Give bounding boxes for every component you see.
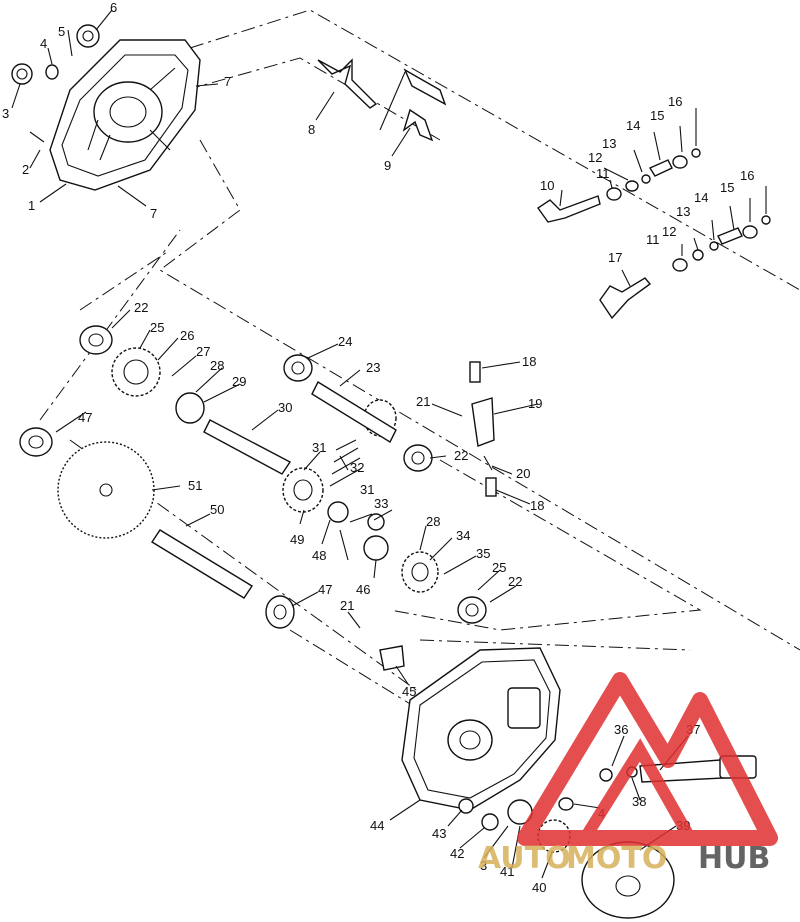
callout-22a: 22 bbox=[134, 300, 148, 315]
callout-32: 32 bbox=[350, 460, 364, 475]
right-crankcase bbox=[379, 645, 561, 811]
callout-31a: 31 bbox=[312, 440, 326, 455]
callout-6: 6 bbox=[110, 0, 117, 15]
left-crankcase-cover bbox=[49, 39, 201, 191]
callout-9: 9 bbox=[384, 158, 391, 173]
callout-28a: 28 bbox=[210, 358, 224, 373]
callout-47b: 47 bbox=[318, 582, 332, 597]
callout-8: 8 bbox=[308, 122, 315, 137]
callout-15b: 15 bbox=[720, 180, 734, 195]
callout-28b: 28 bbox=[426, 514, 440, 529]
callout-29: 29 bbox=[232, 374, 246, 389]
callout-25b: 25 bbox=[492, 560, 506, 575]
leader-lines bbox=[11, 9, 767, 879]
automotohub-watermark: AUTO MOTO HUB bbox=[478, 672, 778, 876]
callout-38: 38 bbox=[632, 794, 646, 809]
watermark-triangle-logo bbox=[517, 672, 778, 846]
callout-35: 35 bbox=[476, 546, 490, 561]
callout-19: 19 bbox=[528, 396, 542, 411]
callout-18b: 18 bbox=[530, 498, 544, 513]
detent-assembly bbox=[469, 361, 497, 497]
callout-25a: 25 bbox=[150, 320, 164, 335]
callout-5: 5 bbox=[58, 24, 65, 39]
callout-41: 41 bbox=[500, 864, 514, 879]
callout-46: 46 bbox=[356, 582, 370, 597]
callout-48: 48 bbox=[312, 548, 326, 563]
callout-17: 17 bbox=[608, 250, 622, 265]
callout-22c: 22 bbox=[508, 574, 522, 589]
callout-21a: 21 bbox=[416, 394, 430, 409]
callout-24: 24 bbox=[338, 334, 352, 349]
callout-27: 27 bbox=[196, 344, 210, 359]
callout-13b: 13 bbox=[676, 204, 690, 219]
shift-shaft-lower bbox=[599, 215, 771, 320]
assembly-guide-lines bbox=[39, 9, 800, 711]
watermark-text-moto: MOTO bbox=[566, 841, 667, 876]
callout-labels: 1 2 3 4 5 6 7 7 8 9 10 11 12 13 14 15 16… bbox=[2, 0, 754, 895]
callout-21b: 21 bbox=[340, 598, 354, 613]
callout-7b: 7 bbox=[150, 206, 157, 221]
gears bbox=[57, 347, 439, 593]
watermark-text-auto: AUTO bbox=[478, 841, 571, 876]
callout-18a: 18 bbox=[522, 354, 536, 369]
callout-12b: 12 bbox=[662, 224, 676, 239]
callout-15a: 15 bbox=[650, 108, 664, 123]
callout-31b: 31 bbox=[360, 482, 374, 497]
callout-36: 36 bbox=[614, 722, 628, 737]
callout-14b: 14 bbox=[694, 190, 708, 205]
callout-20: 20 bbox=[516, 466, 530, 481]
callout-13a: 13 bbox=[602, 136, 616, 151]
callout-12a: 12 bbox=[588, 150, 602, 165]
bearings bbox=[19, 325, 487, 629]
shift-shaft-upper bbox=[537, 148, 701, 223]
callout-23: 23 bbox=[366, 360, 380, 375]
callout-16a: 16 bbox=[668, 94, 682, 109]
callout-11a: 11 bbox=[596, 166, 610, 181]
callout-44: 44 bbox=[370, 818, 384, 833]
seal-parts bbox=[11, 24, 100, 143]
callout-50: 50 bbox=[210, 502, 224, 517]
callout-51: 51 bbox=[188, 478, 202, 493]
callout-49: 49 bbox=[290, 532, 304, 547]
callout-42: 42 bbox=[450, 846, 464, 861]
callout-26: 26 bbox=[180, 328, 194, 343]
callout-11b: 11 bbox=[646, 232, 660, 247]
callout-47a: 47 bbox=[78, 410, 92, 425]
callout-3b: 3 bbox=[480, 858, 487, 873]
callout-3: 3 bbox=[2, 106, 9, 121]
callout-43: 43 bbox=[432, 826, 446, 841]
callout-40: 40 bbox=[532, 880, 546, 895]
callout-1: 1 bbox=[28, 198, 35, 213]
callout-34: 34 bbox=[456, 528, 470, 543]
callout-16b: 16 bbox=[740, 168, 754, 183]
callout-14a: 14 bbox=[626, 118, 640, 133]
callout-30: 30 bbox=[278, 400, 292, 415]
callout-7a: 7 bbox=[224, 74, 231, 89]
shift-forks bbox=[317, 58, 447, 142]
shafts bbox=[151, 381, 397, 599]
callout-2: 2 bbox=[22, 162, 29, 177]
callout-10: 10 bbox=[540, 178, 554, 193]
callout-45: 45 bbox=[402, 684, 416, 699]
watermark-text-hub: HUB bbox=[698, 841, 770, 876]
callout-33: 33 bbox=[374, 496, 388, 511]
callout-22b: 22 bbox=[454, 448, 468, 463]
callout-4: 4 bbox=[40, 36, 47, 51]
